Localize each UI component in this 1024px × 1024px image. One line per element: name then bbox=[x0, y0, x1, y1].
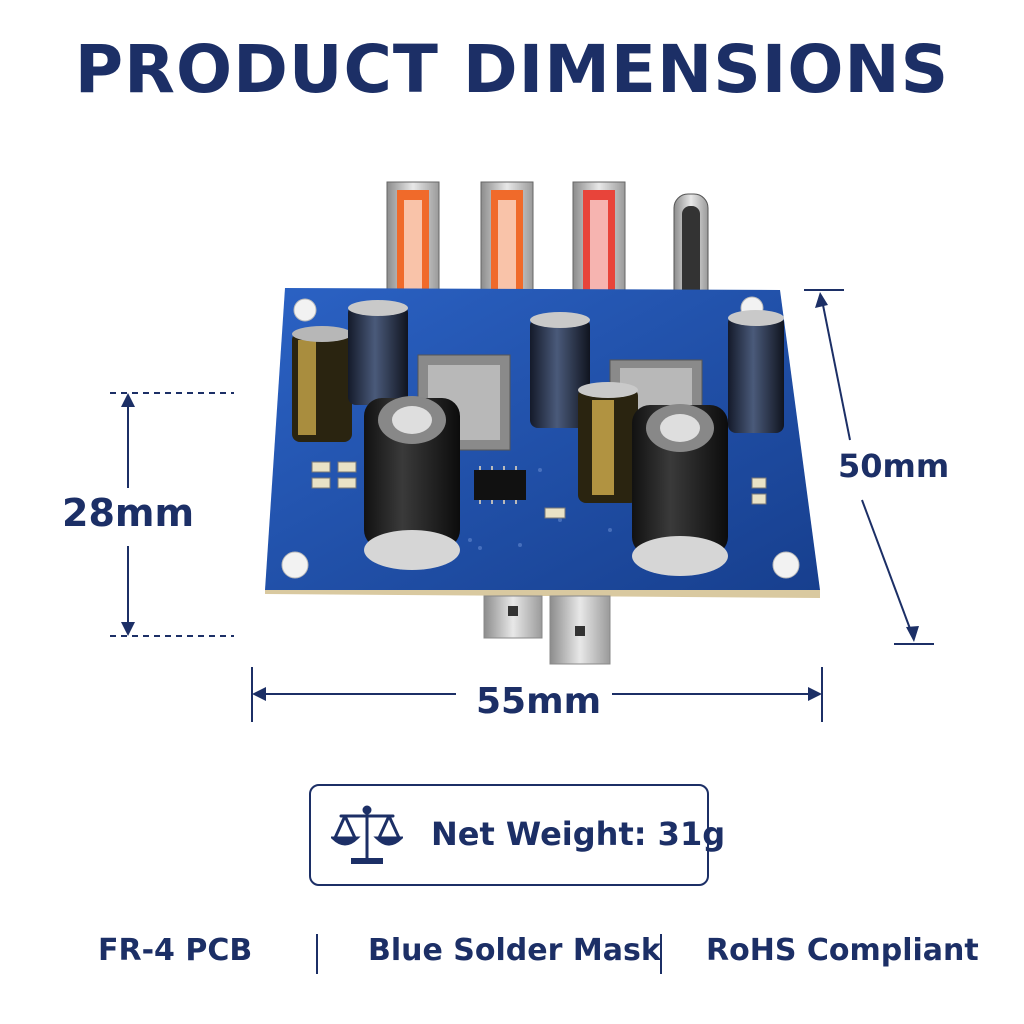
dc-jack bbox=[632, 404, 728, 576]
divider bbox=[660, 934, 662, 974]
page-title: PRODUCT DIMENSIONS bbox=[74, 31, 950, 108]
depth-dimension-line bbox=[804, 289, 934, 645]
capacitor bbox=[530, 312, 590, 428]
net-weight-label: Net Weight: 31g bbox=[431, 815, 726, 853]
capacitor bbox=[578, 382, 638, 503]
smd-components bbox=[311, 461, 767, 519]
height-dimension-label: 28mm bbox=[62, 491, 195, 535]
divider bbox=[316, 934, 318, 974]
depth-dimension-label: 50mm bbox=[838, 447, 950, 485]
dc-jack bbox=[364, 396, 460, 570]
width-dimension-line bbox=[251, 667, 823, 722]
feature-item: RoHS Compliant bbox=[706, 933, 979, 968]
ic-chip bbox=[474, 466, 526, 504]
net-weight-box: Net Weight: 31g bbox=[309, 784, 725, 886]
usb-port bbox=[386, 181, 440, 333]
capacitor bbox=[348, 300, 408, 405]
feature-item: FR-4 PCB bbox=[98, 933, 253, 968]
width-dimension-label: 55mm bbox=[468, 684, 610, 720]
feature-list: FR-4 PCB Blue Solder Mask RoHS Compliant bbox=[0, 934, 1024, 978]
spade-terminals bbox=[483, 595, 611, 665]
capacitor bbox=[728, 310, 784, 433]
height-dimension-line bbox=[110, 392, 234, 637]
capacitor bbox=[292, 326, 352, 442]
feature-item: Blue Solder Mask bbox=[368, 933, 661, 968]
balance-scale-icon bbox=[331, 805, 403, 864]
